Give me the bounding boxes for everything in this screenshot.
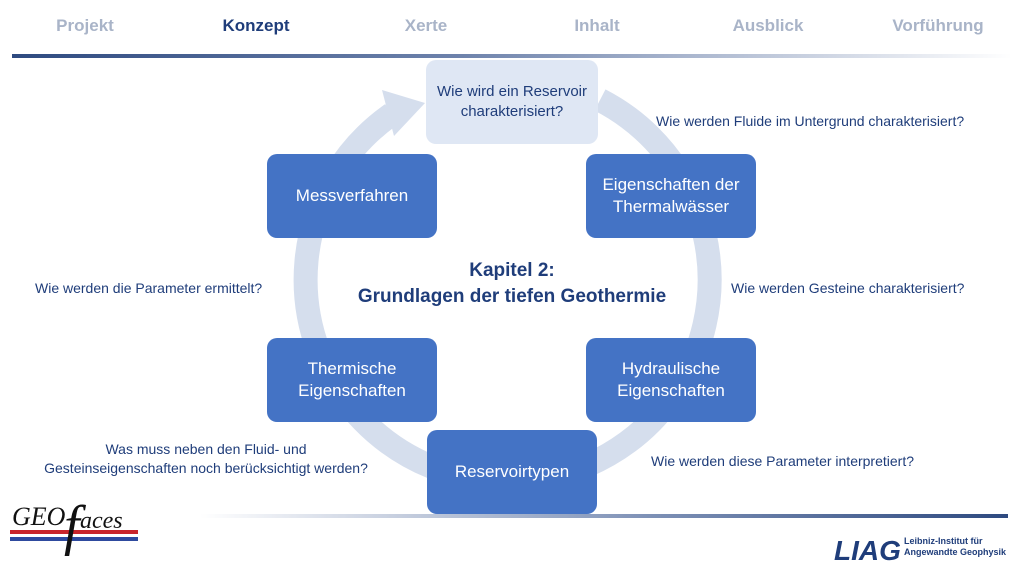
- nav-divider: [12, 54, 1012, 58]
- liag-mark-icon: LIAG: [834, 535, 901, 566]
- question-gesteine: Wie werden Gesteine charakterisiert?: [731, 280, 965, 296]
- liag-logo: LIAG Leibniz-Institut für Angewandte Geo…: [832, 528, 1020, 570]
- liag-name-line1: Leibniz-Institut für: [904, 536, 983, 546]
- nav-item-vorfuehrung[interactable]: Vorführung: [892, 16, 984, 35]
- node-messverfahren[interactable]: Messverfahren: [267, 154, 437, 238]
- geofaces-logo: GEO f aces: [10, 495, 138, 557]
- node-hydraulisch[interactable]: Hydraulische Eigenschaften: [586, 338, 756, 422]
- node-reservoir-question[interactable]: Wie wird ein Reservoir charakterisiert?: [426, 60, 598, 144]
- node-thermisch[interactable]: Thermische Eigenschaften: [267, 338, 437, 422]
- logo-aces-text: aces: [80, 508, 123, 534]
- node-thermalwasser[interactable]: Eigenschaften der Thermalwässer: [586, 154, 756, 238]
- node-reservoirtypen[interactable]: Reservoirtypen: [427, 430, 597, 514]
- logo-geo-text: GEO: [12, 502, 66, 531]
- svg-text:LIAG: LIAG: [834, 535, 901, 566]
- liag-name: Leibniz-Institut für Angewandte Geophysi…: [904, 536, 1006, 558]
- liag-name-line2: Angewandte Geophysik: [904, 547, 1007, 557]
- cycle-arrowhead: [382, 90, 425, 136]
- nav-item-projekt[interactable]: Projekt: [56, 16, 114, 35]
- question-ermittelt: Wie werden die Parameter ermittelt?: [35, 280, 263, 296]
- question-neben: Was muss neben den Fluid- und Gesteinsei…: [26, 440, 386, 478]
- nav-item-ausblick[interactable]: Ausblick: [732, 16, 804, 35]
- nav-item-xerte[interactable]: Xerte: [404, 16, 448, 35]
- chapter-title-line2: Grundlagen der tiefen Geothermie: [357, 286, 667, 307]
- question-neben-line2: Gesteinseigenschaften noch berücksichtig…: [44, 460, 368, 476]
- chapter-title-line1: Kapitel 2:: [469, 260, 555, 281]
- top-navigation: Projekt Konzept Xerte Inhalt Ausblick Vo…: [0, 0, 1024, 58]
- question-neben-line1: Was muss neben den Fluid- und: [105, 441, 307, 457]
- question-interpretiert: Wie werden diese Parameter interpretiert…: [651, 453, 915, 469]
- chapter-title: Kapitel 2: Grundlagen der tiefen Geother…: [322, 258, 702, 310]
- nav-item-inhalt[interactable]: Inhalt: [574, 16, 620, 35]
- nav-item-konzept[interactable]: Konzept: [222, 16, 290, 35]
- question-fluide: Wie werden Fluide im Untergrund charakte…: [656, 113, 965, 129]
- footer-divider: [200, 514, 1008, 518]
